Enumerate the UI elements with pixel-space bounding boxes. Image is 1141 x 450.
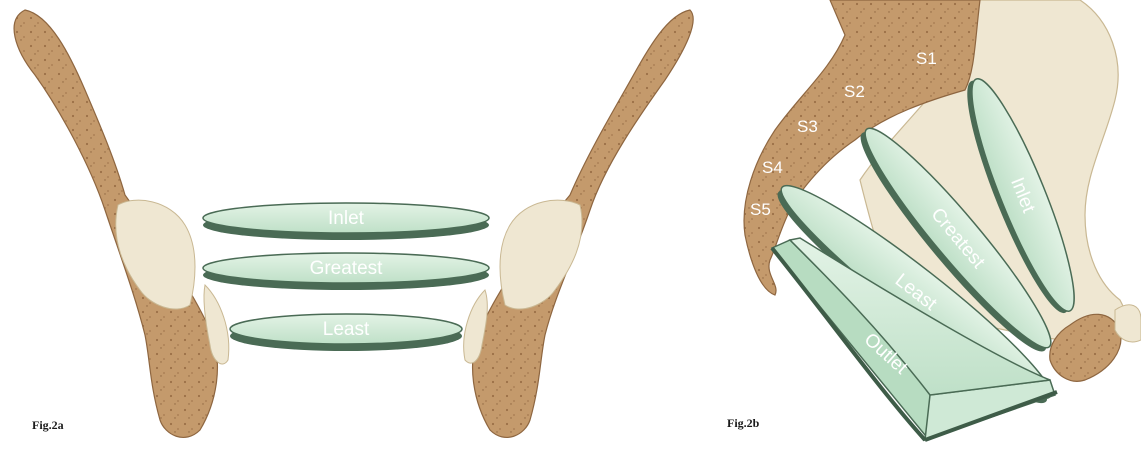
plane-inlet-2a: Inlet xyxy=(203,203,489,240)
right-cartilage xyxy=(500,200,582,309)
sacral-label-s1: S1 xyxy=(916,49,937,68)
right-ilium-bone xyxy=(473,10,694,437)
left-cartilage xyxy=(116,200,195,309)
plane-label-inlet-2a: Inlet xyxy=(328,208,365,229)
figure-caption-2a: Fig.2a xyxy=(32,418,64,432)
plane-label-least-2a: Least xyxy=(323,319,370,340)
plane-label-greatest-2a: Greatest xyxy=(310,258,384,279)
figure-2a: Inlet Greatest Least Fig.2a xyxy=(14,10,693,437)
figure-2b: S1 S2 S3 S4 S5 Inlet Createst Least xyxy=(727,0,1141,440)
sacral-label-s4: S4 xyxy=(762,158,783,177)
plane-greatest-2a: Greatest xyxy=(203,253,489,290)
sacral-label-s2: S2 xyxy=(844,82,865,101)
pubic-ramus xyxy=(1115,305,1141,342)
plane-least-2a: Least xyxy=(230,314,462,351)
sacral-label-s5: S5 xyxy=(750,200,771,219)
sacral-label-s3: S3 xyxy=(797,117,818,136)
figure-caption-2b: Fig.2b xyxy=(727,416,760,430)
